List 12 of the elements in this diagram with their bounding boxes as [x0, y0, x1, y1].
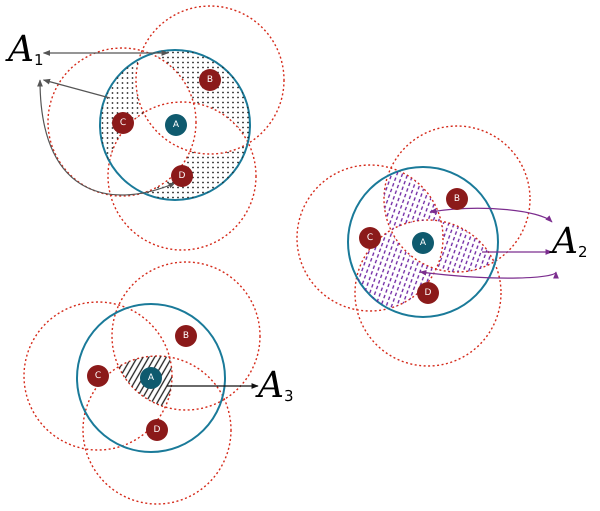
node-circle: B	[175, 325, 197, 347]
arrow	[42, 78, 110, 99]
node-circle: D	[417, 282, 439, 304]
arrow	[37, 79, 176, 196]
arrow	[42, 50, 169, 56]
node-circle: C	[359, 227, 381, 249]
arrow	[419, 270, 556, 279]
arrow	[167, 383, 259, 389]
node-circle: B	[446, 188, 468, 210]
arrow	[429, 208, 553, 222]
node-circle: C	[87, 365, 109, 387]
node-circle: D	[146, 419, 168, 441]
